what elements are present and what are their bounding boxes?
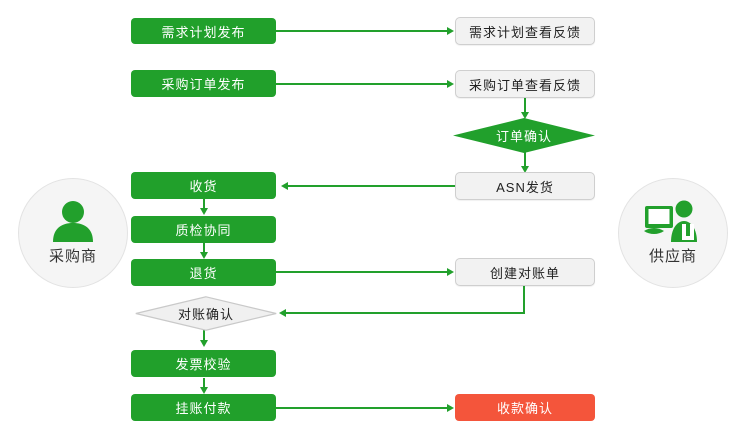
edge-payment-arrow <box>447 403 454 412</box>
node-asn-shipment[interactable]: ASN发货 <box>455 172 595 200</box>
edge-demand-plan-arrow <box>447 26 454 35</box>
node-label: 收款确认 <box>496 401 553 416</box>
edge-invoice-line <box>203 378 205 390</box>
node-label: 收货 <box>189 179 218 194</box>
node-purchase-order-publish[interactable]: 采购订单发布 <box>131 70 276 97</box>
actor-supplier-label: 供应商 <box>648 248 697 265</box>
edge-return-line <box>276 271 448 273</box>
node-quality-inspection[interactable]: 质检协同 <box>131 216 276 243</box>
edge-asn-line <box>288 185 455 187</box>
node-purchase-order-feedback[interactable]: 采购订单查看反馈 <box>455 70 595 98</box>
node-label: 采购订单查看反馈 <box>468 77 581 93</box>
edge-receive-arrow <box>199 208 208 215</box>
edge-statement-vline <box>523 285 525 313</box>
node-order-confirm[interactable]: 订单确认 <box>453 118 595 153</box>
edge-po-feedback-arrow <box>520 112 529 119</box>
node-label: 订单确认 <box>495 129 552 144</box>
node-label: 质检协同 <box>175 223 232 238</box>
node-payable-payment[interactable]: 挂账付款 <box>131 394 276 421</box>
edge-demand-plan-line <box>276 30 448 32</box>
edge-reconcile-line <box>203 330 205 342</box>
edge-qc-arrow <box>199 252 208 259</box>
actor-supplier[interactable]: 供应商 <box>618 178 728 288</box>
edge-statement-hline <box>286 312 525 314</box>
edge-invoice-arrow <box>199 387 208 394</box>
node-label: 对账确认 <box>177 307 234 322</box>
node-reconciliation-confirm[interactable]: 对账确认 <box>135 296 277 331</box>
person-at-computer-icon <box>644 200 702 242</box>
diamond-shape <box>453 118 595 153</box>
edge-order-confirm-arrow <box>520 166 529 173</box>
edge-po-publish-line <box>276 83 448 85</box>
actor-buyer-label: 采购商 <box>48 248 97 265</box>
node-payment-receipt-confirm[interactable]: 收款确认 <box>455 394 595 421</box>
edge-asn-arrow <box>281 181 288 190</box>
node-demand-plan-feedback[interactable]: 需求计划查看反馈 <box>455 17 595 45</box>
edge-statement-arrow <box>279 308 286 317</box>
edge-po-feedback-line <box>524 96 526 116</box>
node-label: 需求计划查看反馈 <box>468 24 581 40</box>
node-return-goods[interactable]: 退货 <box>131 259 276 286</box>
node-label: 采购订单发布 <box>161 77 246 92</box>
edge-payment-line <box>276 407 448 409</box>
node-label: 需求计划发布 <box>161 24 246 40</box>
node-label: 挂账付款 <box>175 401 232 416</box>
node-invoice-verify[interactable]: 发票校验 <box>131 350 276 377</box>
node-label: 退货 <box>189 266 218 281</box>
edge-po-publish-arrow <box>447 79 454 88</box>
edge-qc-line <box>203 243 205 255</box>
actor-buyer[interactable]: 采购商 <box>18 178 128 288</box>
node-demand-plan-publish[interactable]: 需求计划发布 <box>131 18 276 44</box>
node-receive-goods[interactable]: 收货 <box>131 172 276 199</box>
node-create-statement[interactable]: 创建对账单 <box>455 258 595 286</box>
edge-order-confirm-line <box>524 152 526 170</box>
edge-reconcile-arrow <box>199 340 208 347</box>
node-label: 发票校验 <box>175 357 232 372</box>
edge-return-arrow <box>447 267 454 276</box>
edge-receive-line <box>203 199 205 211</box>
node-label: ASN发货 <box>496 179 554 195</box>
diamond-shape <box>135 296 277 331</box>
node-label: 创建对账单 <box>489 265 560 281</box>
person-icon <box>50 200 96 242</box>
